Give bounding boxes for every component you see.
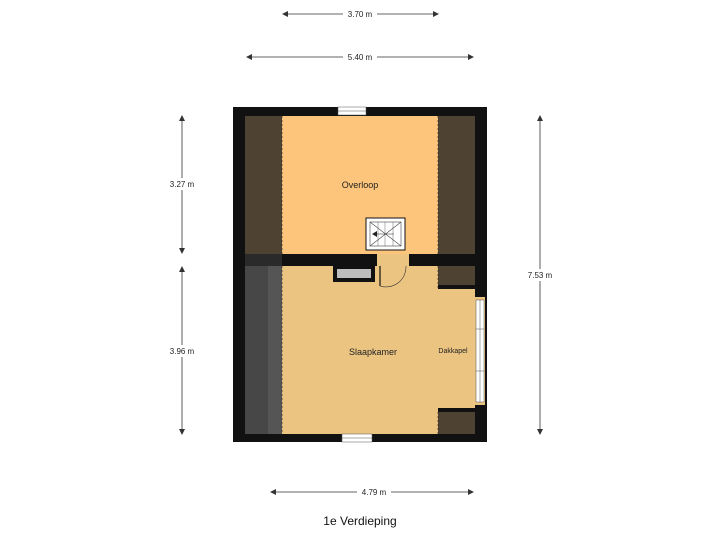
dimension-labels: 3.70 m 5.40 m 3.27 m 3.96 m 7.53 m 4.79 … [166,8,557,498]
dim-label-left-upper: 3.27 m [170,180,195,189]
dim-label-top-inner: 3.70 m [348,10,373,19]
staircase [365,217,406,251]
room-label-slaapkamer: Slaapkamer [349,347,397,357]
eaves-lower-right-top [438,266,475,288]
door-swing [379,265,407,288]
dakkapel-floor [438,288,475,412]
room-label-dakkapel: Dakkapel [438,348,468,355]
dim-label-left-lower: 3.96 m [170,347,195,356]
door-opening [377,254,409,266]
floor-title: 1e Verdieping [323,514,397,528]
dim-label-right: 7.53 m [528,271,553,280]
dim-label-bottom: 4.79 m [362,488,387,497]
right-wall-lower [475,405,487,442]
dakkapel-wall-bottom [438,408,475,412]
slope-lines [281,116,439,434]
eaves-upper-right [438,116,475,254]
dim-label-top-outer: 5.40 m [348,53,373,62]
eaves-lower-right-bottom [438,412,475,434]
eaves-lower-left-inner [268,266,282,434]
building [233,106,487,443]
partition-wall-shadow [245,254,282,266]
dakkapel-wall-top [438,285,475,289]
partition-wall [245,254,475,266]
closet-inner [337,269,371,278]
right-wall-upper [475,266,487,297]
room-label-overloop: Overloop [342,180,379,190]
overloop-floor [282,116,438,254]
windows [337,106,485,443]
eaves-upper-left [245,116,282,254]
